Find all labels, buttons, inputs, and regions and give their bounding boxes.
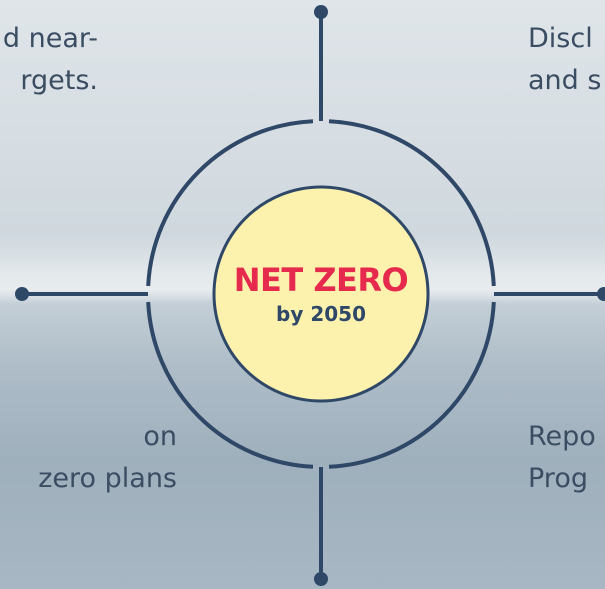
label-line: Repo: [528, 421, 596, 452]
label-top-left: d near- rgets.: [3, 18, 98, 102]
hub-title: NET ZERO: [233, 261, 409, 299]
endpoint-dot-bottom: [314, 572, 328, 586]
label-line: d near-: [2, 23, 98, 54]
label-line: and s: [528, 65, 602, 96]
hub-circle: [212, 185, 430, 403]
endpoint-dot-top: [314, 5, 328, 19]
label-line: Discl: [528, 23, 593, 54]
label-top-right: Discl and s: [528, 18, 601, 102]
endpoint-dot-left: [15, 287, 29, 301]
label-line: rgets.: [20, 65, 98, 96]
endpoint-dot-right: [597, 287, 605, 301]
label-bottom-left: on zero plans: [38, 416, 177, 500]
hub-subtitle: by 2050: [276, 302, 366, 326]
ring-arc-top-left: [146, 119, 314, 287]
ring-arc-bottom-left: [146, 301, 314, 469]
label-line: Prog: [528, 463, 588, 494]
label-bottom-right: Repo Prog: [528, 416, 596, 500]
label-line: zero plans: [38, 463, 177, 494]
ring-arc-bottom-right: [328, 301, 496, 469]
hub: NET ZERO by 2050: [214, 187, 428, 401]
ring-arc-top-right: [328, 119, 496, 287]
label-line: on: [143, 421, 177, 452]
